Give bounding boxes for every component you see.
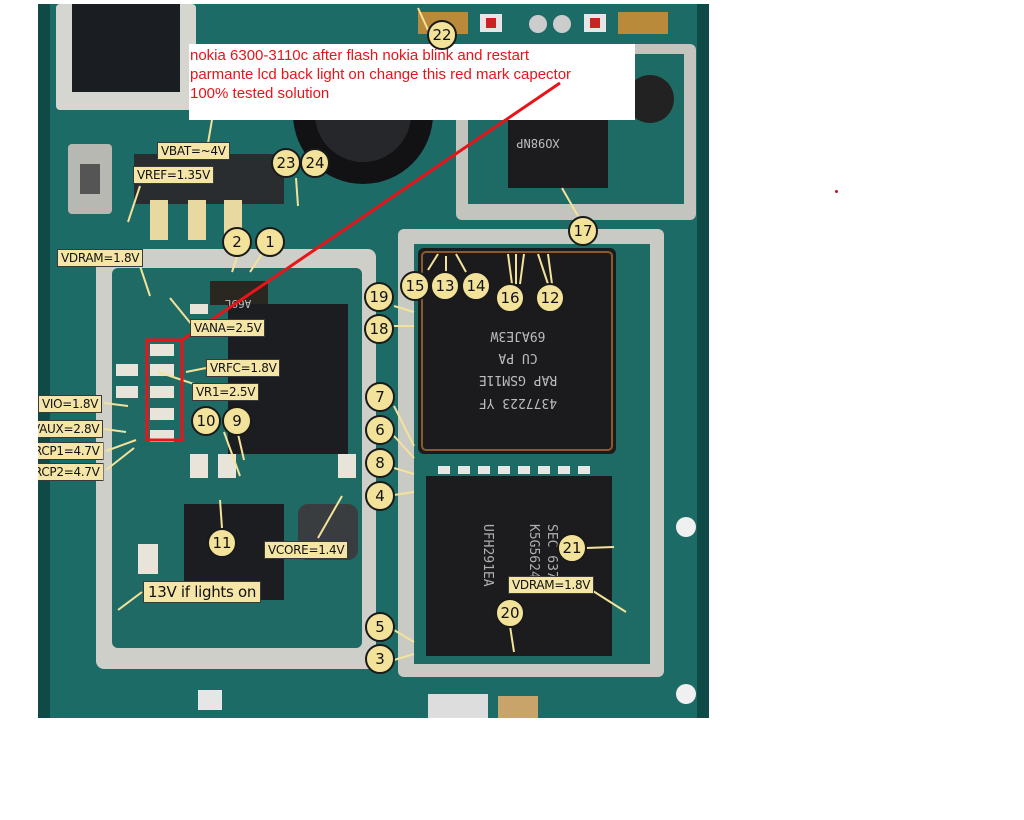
label-vbat: VBAT=~4V — [157, 142, 230, 160]
test-point-7: 7 — [365, 382, 395, 412]
annotation-line-2: parmante lcd back light on change this r… — [190, 66, 572, 83]
test-point-5: 5 — [365, 612, 395, 642]
test-point-2: 2 — [222, 227, 252, 257]
label-vana: VANA=2.5V — [190, 319, 266, 337]
test-point-1: 1 — [255, 227, 285, 257]
test-point-3: 3 — [365, 644, 395, 674]
svg-text:SEC 637: SEC 637 — [544, 524, 559, 579]
svg-text:A69L: A69L — [224, 297, 251, 310]
test-point-12: 12 — [535, 283, 565, 313]
svg-text:CU PA: CU PA — [498, 350, 537, 365]
test-point-6: 6 — [365, 415, 395, 445]
test-point-23: 23 — [271, 148, 301, 178]
label-vio: VIO=1.8V — [38, 395, 103, 413]
test-point-18: 18 — [364, 314, 394, 344]
svg-text:69AJE3W: 69AJE3W — [490, 328, 545, 343]
test-point-17: 17 — [568, 216, 598, 246]
test-point-15: 15 — [400, 271, 430, 301]
label-vaux: VAUX=2.8V — [38, 420, 104, 438]
test-point-13: 13 — [430, 271, 460, 301]
test-point-19: 19 — [364, 282, 394, 312]
svg-text:XO98NP: XO98NP — [516, 136, 559, 150]
svg-text:RAP GSM11E: RAP GSM11E — [479, 372, 557, 387]
test-point-22: 22 — [427, 20, 457, 50]
label-vrfc: VRFC=1.8V — [206, 359, 281, 377]
label-13v-lights: 13V if lights on — [143, 581, 262, 603]
test-point-16: 16 — [495, 283, 525, 313]
test-point-14: 14 — [461, 271, 491, 301]
label-vdram-top: VDRAM=1.8V — [57, 249, 144, 267]
cpu-marking-1: 4377223 YF — [479, 395, 557, 410]
label-vr1: VR1=2.5V — [192, 383, 260, 401]
annotation-line-3: 100% tested solution — [190, 85, 330, 102]
label-vdram-right: VDRAM=1.8V — [508, 576, 595, 594]
test-point-20: 20 — [495, 598, 525, 628]
test-point-11: 11 — [207, 528, 237, 558]
annotation-line-1: nokia 6300-3110c after flash nokia blink… — [190, 47, 530, 64]
label-vref: VREF=1.35V — [133, 166, 215, 184]
test-point-9: 9 — [222, 406, 252, 436]
test-point-21: 21 — [557, 533, 587, 563]
test-point-10: 10 — [191, 406, 221, 436]
label-vrcp1: VRCP1=4.7V — [37, 442, 104, 460]
test-point-8: 8 — [365, 448, 395, 478]
label-vcore: VCORE=1.4V — [264, 541, 349, 559]
label-vrcp2: VRCP2=4.7V — [37, 463, 104, 481]
svg-text:K5G5624: K5G5624 — [526, 524, 541, 579]
svg-text:UFH291EA: UFH291EA — [480, 524, 495, 587]
test-point-4: 4 — [365, 481, 395, 511]
stray-red-dot — [835, 190, 838, 193]
test-point-24: 24 — [300, 148, 330, 178]
